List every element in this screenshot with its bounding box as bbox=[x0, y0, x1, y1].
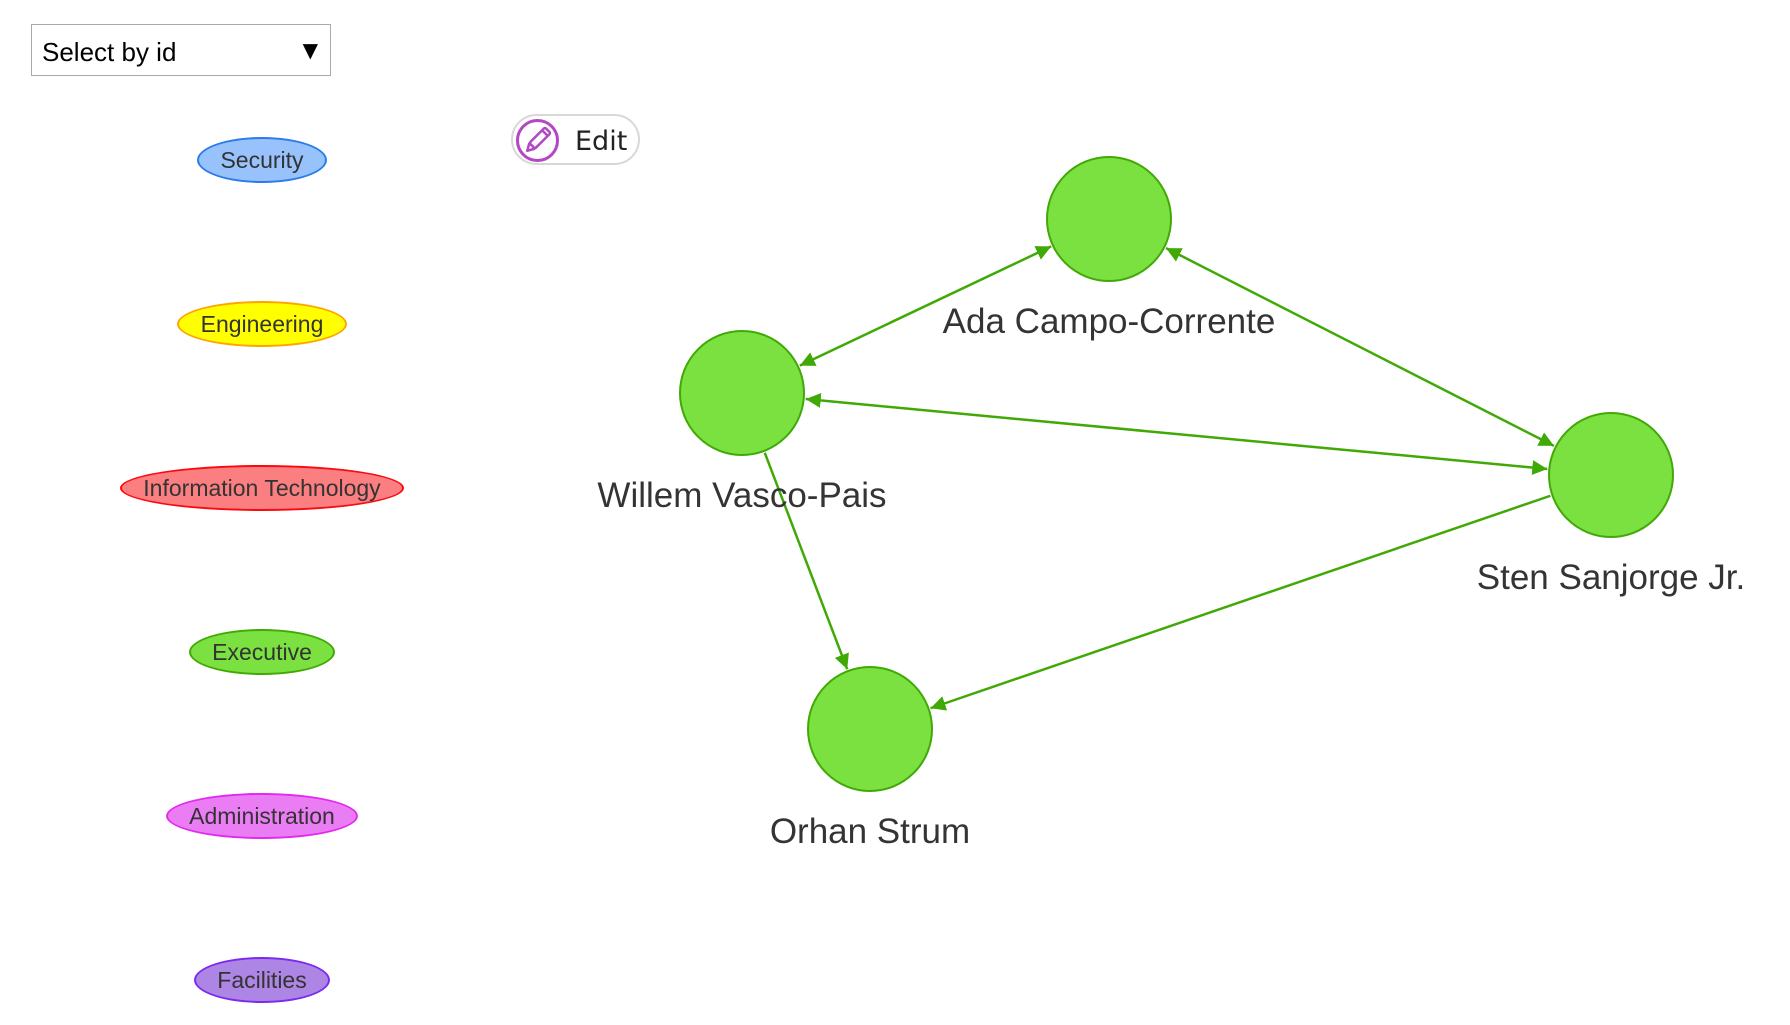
node-label: Ada Campo-Corrente bbox=[943, 302, 1276, 341]
legend-item-information-technology[interactable]: Information Technology bbox=[120, 465, 404, 511]
legend-item-facilities[interactable]: Facilities bbox=[194, 957, 330, 1003]
chevron-down-icon: ▼ bbox=[302, 38, 318, 62]
node-label: Willem Vasco-Pais bbox=[597, 476, 886, 515]
edit-button-label: Edit bbox=[575, 126, 628, 157]
node-label: Sten Sanjorge Jr. bbox=[1477, 558, 1746, 597]
node-circle[interactable] bbox=[807, 666, 933, 792]
node-circle[interactable] bbox=[1046, 156, 1172, 282]
edge-ada-sten[interactable] bbox=[1165, 246, 1555, 448]
edges-layer bbox=[763, 245, 1555, 711]
select-by-id-label: Select by id bbox=[42, 37, 177, 67]
edge-sten-orhan[interactable] bbox=[930, 494, 1551, 711]
legend-item-security[interactable]: Security bbox=[197, 137, 327, 183]
legend-item-administration[interactable]: Administration bbox=[166, 793, 358, 839]
node-willem[interactable]: Willem Vasco-Pais bbox=[597, 330, 887, 515]
edge-willem-orhan[interactable] bbox=[763, 452, 849, 670]
edit-button[interactable]: Edit bbox=[511, 114, 640, 165]
edge-willem-sten[interactable] bbox=[805, 392, 1548, 476]
select-by-id-dropdown[interactable]: Select by id ▼ bbox=[31, 24, 331, 76]
node-label: Orhan Strum bbox=[770, 812, 970, 851]
node-sten[interactable]: Sten Sanjorge Jr. bbox=[1477, 412, 1746, 597]
legend-item-engineering[interactable]: Engineering bbox=[177, 301, 347, 347]
node-ada[interactable]: Ada Campo-Corrente bbox=[943, 156, 1276, 341]
pencil-icon bbox=[516, 119, 559, 162]
node-circle[interactable] bbox=[1548, 412, 1674, 538]
node-circle[interactable] bbox=[679, 330, 805, 456]
node-orhan[interactable]: Orhan Strum bbox=[770, 666, 970, 851]
edge-willem-ada[interactable] bbox=[799, 245, 1052, 367]
legend-item-executive[interactable]: Executive bbox=[189, 629, 335, 675]
